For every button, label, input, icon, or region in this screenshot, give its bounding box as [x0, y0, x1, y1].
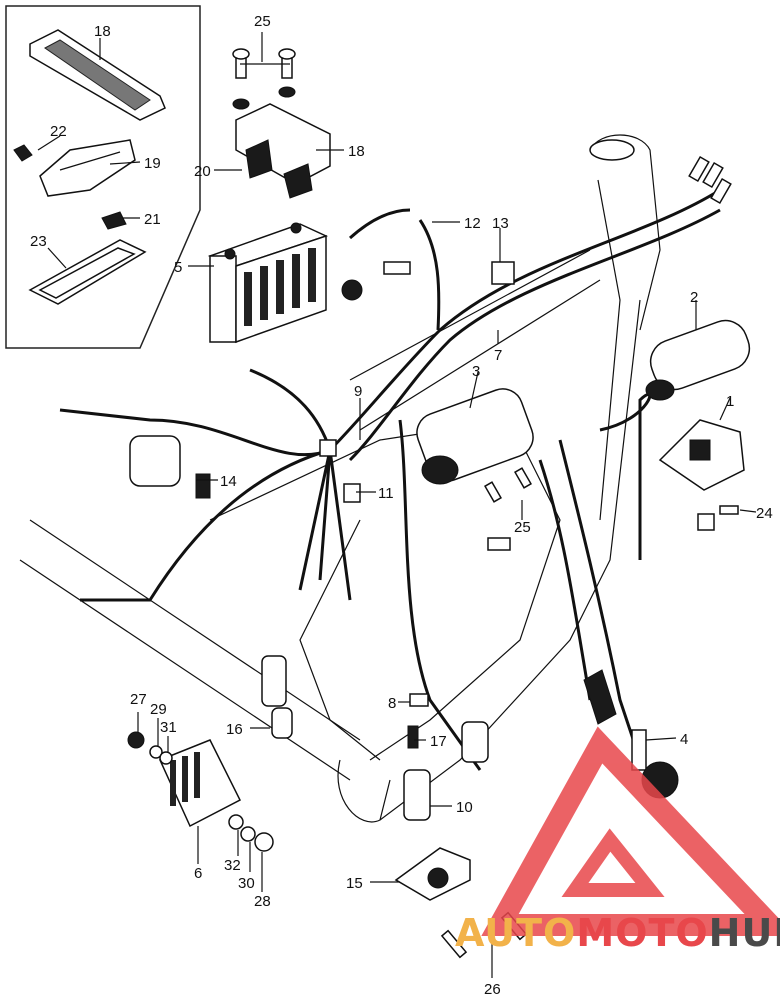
part-1-regulator — [658, 419, 745, 491]
part-13-clamp — [491, 261, 515, 285]
part-23-tray — [28, 239, 147, 305]
part-16-grommet — [261, 655, 287, 707]
callout-23: 23 — [30, 233, 47, 250]
part-16-grommet-2 — [271, 707, 293, 739]
part-30-washer — [240, 826, 256, 842]
part-18-pad — [29, 29, 166, 121]
callout-9: 9 — [354, 383, 362, 400]
callout-5: 5 — [174, 259, 182, 276]
part-7-screw — [341, 261, 411, 301]
part-10-grommet — [403, 769, 431, 821]
callout-26: 26 — [484, 981, 501, 998]
callout-3: 3 — [472, 363, 480, 380]
callout-7: 7 — [494, 347, 502, 364]
callout-29: 29 — [150, 701, 167, 718]
part-27-nut — [127, 731, 145, 749]
callout-1: 1 — [726, 393, 734, 410]
callout-28: 28 — [254, 893, 271, 910]
callout-15: 15 — [346, 875, 363, 892]
callout-22: 22 — [50, 123, 67, 140]
callout-6: 6 — [194, 865, 202, 882]
callout-11: 11 — [378, 485, 394, 502]
callout-10: 10 — [456, 799, 473, 816]
part-8-terminal — [409, 693, 429, 707]
callout-8: 8 — [388, 695, 396, 712]
callout-labels: 1 2 3 4 5 6 7 8 9 10 11 12 13 14 15 16 1… — [30, 13, 773, 998]
plug-cap — [583, 669, 617, 725]
callout-20: 20 — [194, 163, 211, 180]
callout-27: 27 — [130, 691, 147, 708]
part-28-nut — [254, 832, 274, 852]
callout-12: 12 — [464, 215, 481, 232]
callout-21: 21 — [144, 211, 161, 228]
callout-25-top: 25 — [254, 13, 271, 30]
part-25-bolts-top — [232, 48, 296, 110]
callout-18-inset: 18 — [94, 23, 111, 40]
part-21-clip — [101, 211, 127, 230]
part-3-coil — [416, 388, 534, 485]
part-18-bracket — [235, 103, 331, 199]
part-31-washer — [159, 751, 173, 765]
callout-4: 4 — [680, 731, 688, 748]
frame — [19, 134, 661, 823]
main-harness — [59, 188, 721, 771]
callout-18: 18 — [348, 143, 365, 160]
watermark-text: AUTOMOTOHUB — [455, 911, 780, 955]
part-32-washer — [228, 814, 244, 830]
frame-headtube — [589, 139, 635, 161]
wire-terminals — [688, 155, 732, 205]
inset-panel — [5, 5, 201, 349]
callout-16: 16 — [226, 721, 243, 738]
part-15-switch — [394, 847, 471, 901]
part-2-ignition-coil — [645, 319, 751, 401]
part-29-washer — [149, 745, 163, 759]
callout-25: 25 — [514, 519, 531, 536]
callout-30: 30 — [238, 875, 255, 892]
logo-triangle — [481, 726, 780, 936]
part-11-clamp — [343, 483, 361, 503]
part-10-grommet-2 — [461, 721, 489, 763]
part-22-clip — [13, 144, 33, 162]
part-25-bolts-mid — [484, 467, 532, 551]
callout-13: 13 — [492, 215, 509, 232]
part-14-flasher — [129, 435, 211, 499]
callout-24: 24 — [756, 505, 773, 522]
callout-19: 19 — [144, 155, 161, 172]
part-17-fuse — [407, 725, 419, 749]
callout-17: 17 — [430, 733, 447, 750]
logo-inner-triangle — [561, 828, 665, 897]
part-9-clamp — [319, 439, 337, 457]
callout-32: 32 — [224, 857, 241, 874]
callout-14: 14 — [220, 473, 237, 490]
part-6-rectifier — [158, 739, 242, 828]
part-24-bolt — [697, 505, 739, 531]
callout-2: 2 — [690, 289, 698, 306]
part-5-battery — [207, 222, 329, 344]
watermark-logo — [481, 726, 780, 936]
leader-lines — [37, 32, 757, 978]
part-12-cable — [348, 208, 411, 240]
callout-31: 31 — [160, 719, 177, 736]
part-19-cover — [39, 139, 136, 197]
part-12-band — [418, 219, 441, 331]
